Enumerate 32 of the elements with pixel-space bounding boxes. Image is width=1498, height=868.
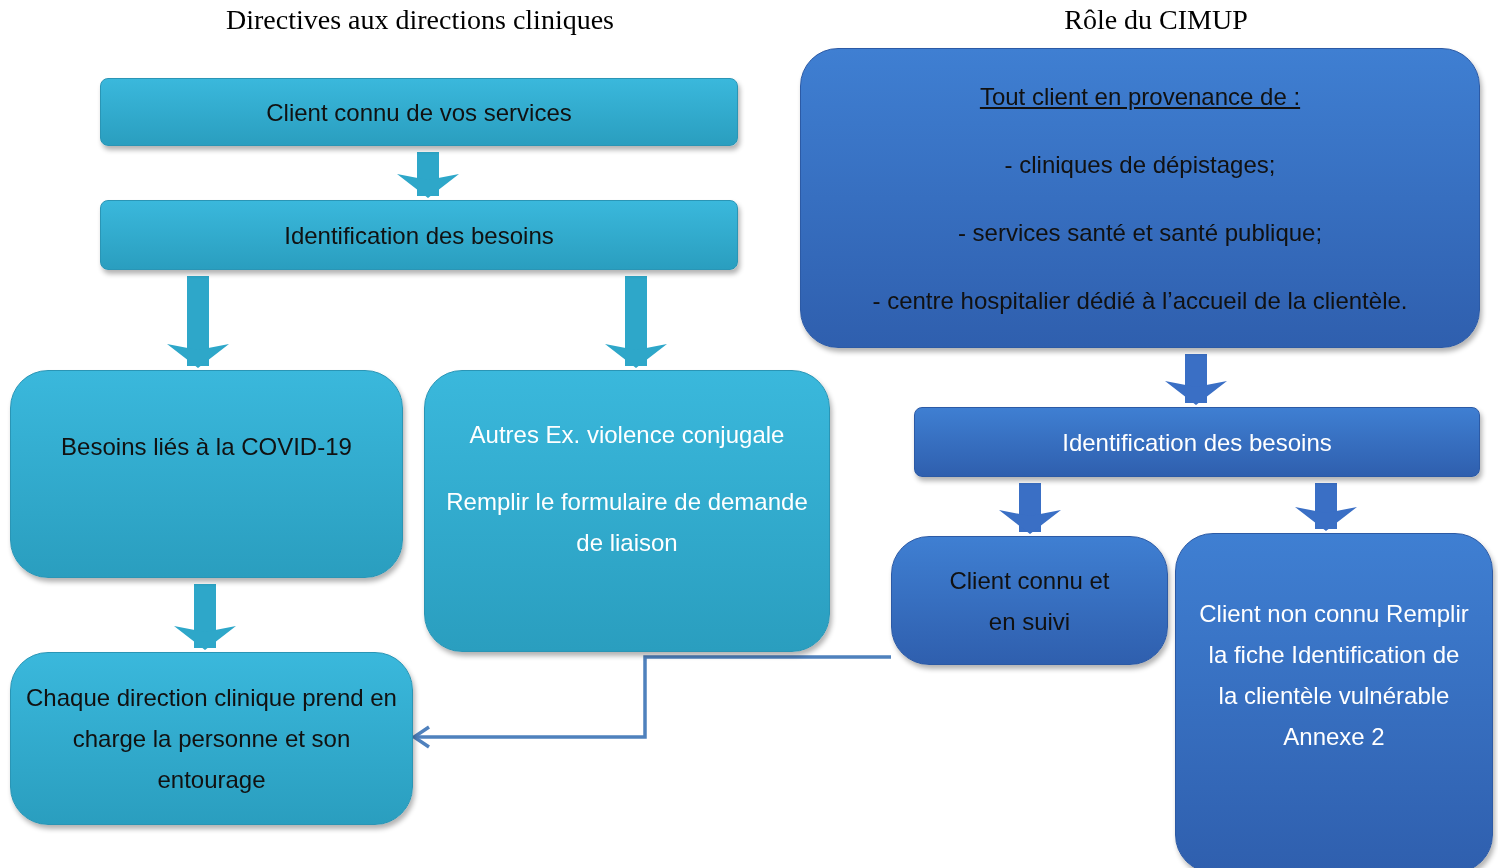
process-box xyxy=(10,652,413,825)
node-text: - centre hospitalier dédié à l’accueil de la clientèle. xyxy=(872,285,1408,316)
node-text: - cliniques de dépistages; xyxy=(1004,149,1276,180)
process-box xyxy=(10,370,403,578)
node-text: Client non connu Remplir la fiche Identification de la clientèle vulnérable Annexe 2 xyxy=(1199,599,1469,752)
node-text: - services santé et santé publique; xyxy=(957,217,1323,248)
node-text: Identification des besoins xyxy=(284,220,554,251)
node-text: Autres Ex. violence conjugale xyxy=(469,419,785,450)
node-text: Client connu et en suivi xyxy=(948,565,1111,637)
node-text: Client connu de vos services xyxy=(266,97,572,128)
process-box xyxy=(424,370,830,652)
node-text: Remplir le formulaire de demande de liaison xyxy=(445,486,809,558)
block-arrow xyxy=(1295,483,1357,531)
connector-arrow xyxy=(412,655,891,749)
block-arrow xyxy=(167,276,229,368)
block-arrow xyxy=(605,276,667,368)
node-text: Besoins liés à la COVID-19 xyxy=(61,431,352,462)
process-bar xyxy=(100,200,738,270)
process-bar xyxy=(100,78,738,146)
block-arrow xyxy=(397,152,459,198)
block-arrow xyxy=(174,584,236,650)
process-bar xyxy=(914,407,1480,477)
section-heading: Directives aux directions cliniques xyxy=(226,4,614,36)
process-box xyxy=(800,48,1480,348)
process-box xyxy=(891,536,1168,665)
process-box xyxy=(1175,533,1493,868)
heading: Tout client en provenance de : xyxy=(979,81,1301,112)
block-arrow xyxy=(999,483,1061,534)
section-heading: Rôle du CIMUP xyxy=(1064,4,1248,36)
node-text: Chaque direction clinique prend en charge la personne et son entourage xyxy=(25,683,398,795)
node-text: Identification des besoins xyxy=(1062,427,1332,458)
block-arrow xyxy=(1165,354,1227,405)
